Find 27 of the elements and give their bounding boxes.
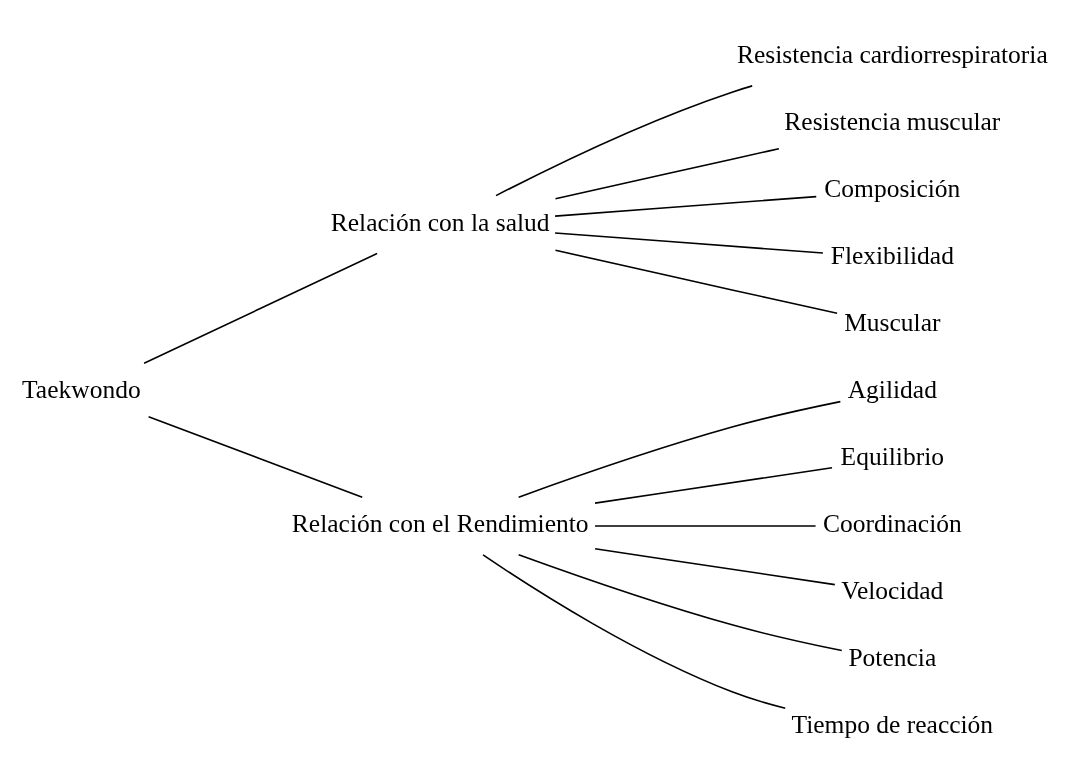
connector: [482, 554, 787, 710]
connector: [594, 525, 817, 527]
node-text: Resistencia muscular: [784, 107, 1001, 137]
node-text: Relación con la salud: [330, 207, 550, 237]
connector: [495, 85, 753, 197]
node-text: Tiempo de reacción: [791, 709, 994, 739]
node-text: Muscular: [844, 308, 941, 338]
node-text: Resistencia cardiorrespiratoria: [736, 40, 1048, 70]
connector: [554, 147, 780, 200]
node-text: Potencia: [848, 642, 937, 672]
node-text: Composición: [824, 174, 961, 204]
node-text: Velocidad: [841, 576, 944, 606]
node-text: Taekwondo: [22, 375, 141, 405]
connector: [554, 232, 824, 254]
connector: [517, 553, 843, 652]
connector: [554, 195, 818, 217]
node-text: Flexibilidad: [830, 241, 954, 271]
node-text: Agilidad: [847, 375, 937, 405]
node-text: Coordinación: [822, 509, 962, 539]
connector: [147, 415, 364, 498]
node-text: Equilibrio: [840, 442, 945, 472]
connector: [517, 400, 842, 498]
connector: [594, 466, 833, 504]
connector: [594, 548, 836, 586]
node-text: Relación con el Rendimiento: [291, 509, 589, 539]
connector: [143, 252, 378, 364]
connector: [554, 249, 838, 314]
